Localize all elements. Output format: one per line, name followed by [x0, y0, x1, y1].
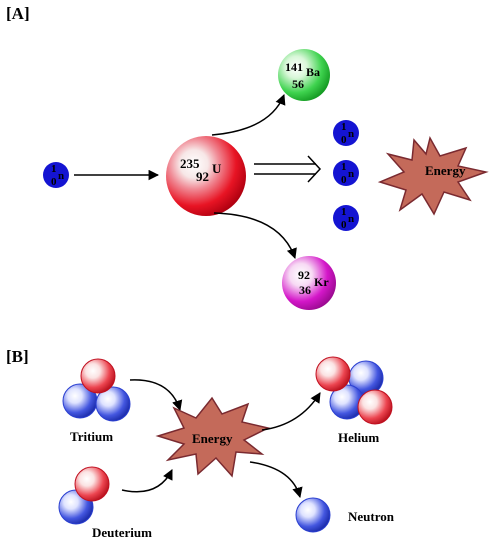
- barium-symbol: Ba: [306, 65, 320, 79]
- released-neutron-1-symbol: n: [348, 128, 354, 140]
- released-neutron-3-atomic: 0: [341, 219, 347, 231]
- arrow-energy-to-neutron: [249, 461, 303, 499]
- helium-cluster: [315, 356, 393, 425]
- incoming-neutron: 1 0 n: [43, 162, 69, 188]
- energy-label-a: Energy: [425, 163, 466, 178]
- deuterium-cluster: [58, 466, 110, 525]
- uranium-nucleus: 235 U 92: [166, 136, 246, 216]
- neutron-mass: 1: [51, 163, 57, 175]
- arrow-deuterium-to-energy: [121, 469, 173, 493]
- arrow-to-krypton: [213, 212, 297, 259]
- krypton-atomic: 36: [299, 283, 311, 297]
- released-neutron-2-symbol: n: [348, 168, 354, 180]
- arrow-energy-to-helium: [261, 392, 321, 431]
- krypton-nucleus: 92 Kr 36: [282, 256, 336, 310]
- arrow-tritium-to-energy: [129, 379, 183, 412]
- released-neutron-1-mass: 1: [341, 121, 347, 133]
- helium-label: Helium: [338, 430, 379, 445]
- neutron-symbol: n: [58, 170, 64, 182]
- released-neutron-1: 1 0 n: [333, 120, 359, 146]
- released-neutron-2-atomic: 0: [341, 174, 347, 186]
- double-arrow: [254, 155, 322, 183]
- panel-b-label: [B]: [6, 347, 29, 366]
- energy-burst-a: Energy: [377, 135, 489, 216]
- neutron-label: Neutron: [348, 509, 395, 524]
- deuterium-label: Deuterium: [92, 525, 152, 540]
- barium-mass: 141: [285, 60, 303, 74]
- released-neutron-1-atomic: 0: [341, 134, 347, 146]
- barium-nucleus: 141 Ba 56: [278, 49, 330, 101]
- arrow-to-barium: [211, 94, 286, 136]
- neutron-atomic: 0: [51, 176, 57, 188]
- released-neutron-2: 1 0 n: [333, 160, 359, 186]
- released-neutron-2-mass: 1: [341, 161, 347, 173]
- barium-atomic: 56: [292, 77, 304, 91]
- neutron-particle: [295, 497, 331, 533]
- released-neutron-3: 1 0 n: [333, 205, 359, 231]
- uranium-mass: 235: [180, 156, 200, 171]
- krypton-symbol: Kr: [314, 275, 329, 289]
- panel-a-label: [A]: [6, 4, 30, 23]
- tritium-cluster: [62, 358, 131, 422]
- tritium-label: Tritium: [70, 429, 113, 444]
- uranium-atomic: 92: [196, 169, 209, 184]
- krypton-mass: 92: [298, 268, 310, 282]
- released-neutron-3-symbol: n: [348, 213, 354, 225]
- energy-label-b: Energy: [192, 431, 233, 446]
- released-neutron-3-mass: 1: [341, 206, 347, 218]
- energy-burst-b: Energy: [155, 396, 271, 478]
- uranium-symbol: U: [212, 161, 222, 176]
